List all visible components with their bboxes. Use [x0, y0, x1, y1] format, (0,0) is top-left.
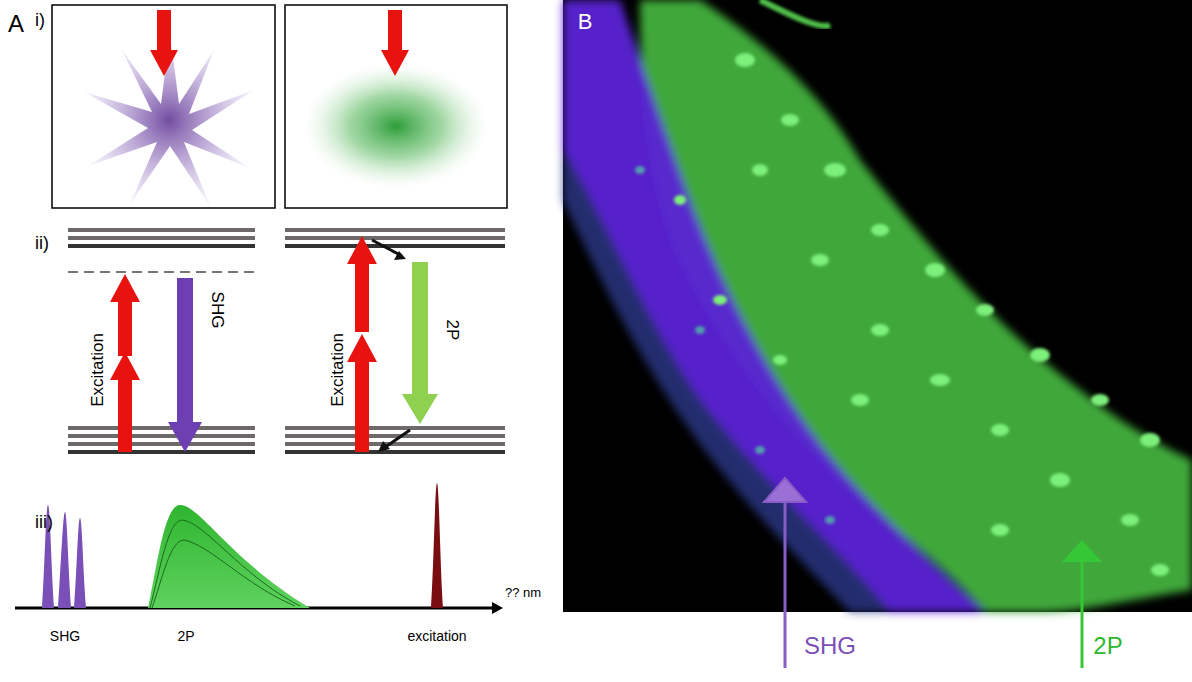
subpanel-number: i)	[35, 11, 45, 29]
panel-letter: A	[8, 12, 24, 36]
channel-label: SHG	[804, 634, 856, 658]
subpanel-number: ii)	[35, 234, 49, 252]
axis-label: ?? nm	[505, 586, 541, 599]
peak-label: SHG	[50, 629, 80, 643]
arrow-label: Excitation	[89, 333, 106, 407]
channel-label: 2P	[1093, 634, 1122, 658]
panel-letter: B	[578, 11, 593, 33]
subpanel-number: iii)	[35, 513, 53, 531]
arrow-label: Excitation	[329, 333, 346, 407]
peak-label: excitation	[407, 629, 466, 643]
arrow-label: SHG	[209, 292, 226, 329]
arrow-label: 2P	[444, 320, 461, 341]
peak-label: 2P	[177, 629, 194, 643]
